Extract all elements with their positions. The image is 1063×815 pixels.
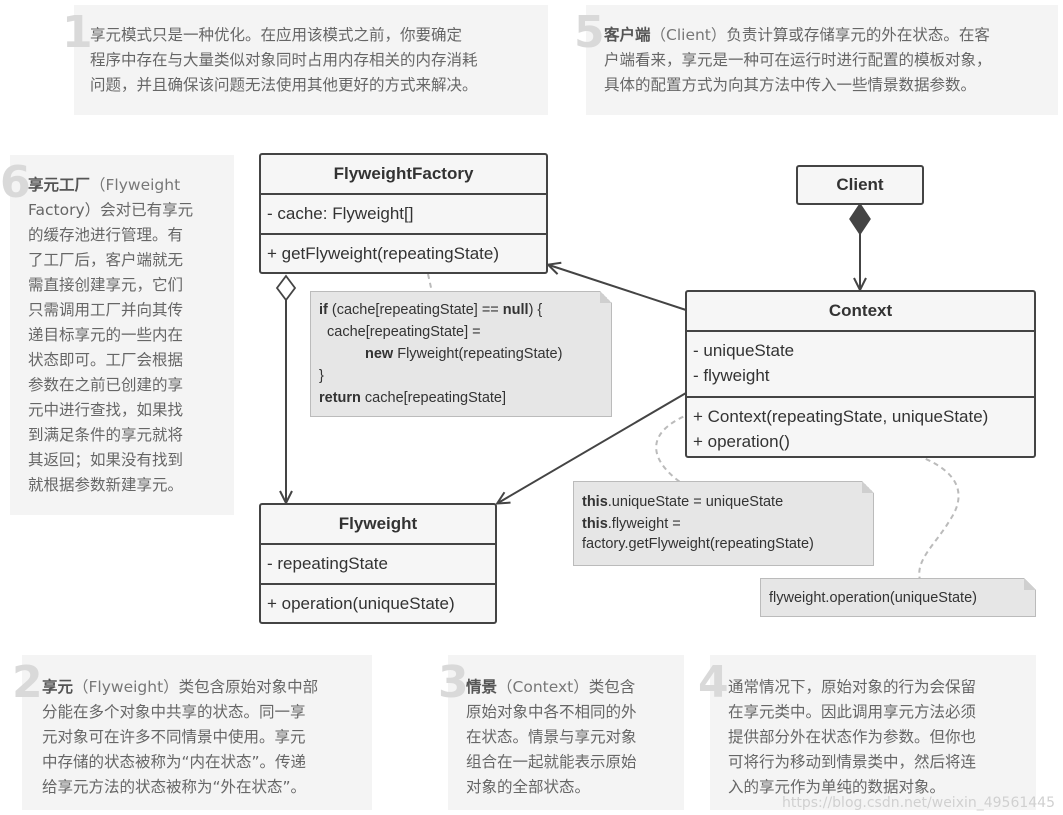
class-methods: + Context(repeatingState, uniqueState) +…: [687, 396, 1034, 456]
note-text: 通常情况下，原始对象的行为会保留 在享元类中。因此调用享元方法必须 提供部分外在…: [728, 678, 977, 796]
context-code-note: this.uniqueState = uniqueState this.flyw…: [573, 481, 874, 566]
note-number: 5: [574, 7, 605, 58]
note-text: 享元工厂（Flyweight Factory）会对已有享元 的缓存池进行管理。有…: [28, 176, 194, 494]
note-fold-corner: [600, 291, 612, 303]
note-text: 享元模式只是一种优化。在应用该模式之前，你要确定 程序中存在与大量类似对象同时占…: [90, 26, 478, 94]
note-number: 6: [0, 157, 31, 208]
context-flyweight-line: [498, 392, 687, 503]
client-class[interactable]: Client: [796, 165, 924, 205]
client-diamond: [849, 202, 871, 236]
note-3: 3 情景（Context）类包含 原始对象中各不相同的外 在状态。情景与享元对象…: [438, 655, 684, 810]
class-name: Client: [836, 175, 884, 194]
note-number: 1: [62, 7, 93, 58]
operation-code-note: flyweight.operation(uniqueState): [760, 578, 1036, 617]
flyweight-class[interactable]: Flyweight - repeatingState + operation(u…: [259, 503, 497, 624]
context-factory-line: [549, 265, 687, 311]
note-text: 情景（Context）类包含 原始对象中各不相同的外 在状态。情景与享元对象 组…: [466, 678, 637, 796]
class-fields: - cache: Flyweight[]: [267, 204, 414, 223]
note-number: 2: [12, 657, 43, 708]
flyweight-factory-class[interactable]: FlyweightFactory - cache: Flyweight[] + …: [259, 153, 548, 274]
note-text: 享元（Flyweight）类包含原始对象中部 分能在多个对象中共享的状态。同一享…: [42, 678, 319, 796]
factory-code-note: if (cache[repeatingState] == null) { cac…: [310, 291, 612, 417]
note-6: 6 享元工厂（Flyweight Factory）会对已有享元 的缓存池进行管理…: [0, 155, 234, 515]
note-number: 4: [698, 657, 729, 708]
note-fold-corner: [862, 481, 874, 493]
class-fields: - repeatingState: [267, 554, 388, 573]
note-2: 2 享元（Flyweight）类包含原始对象中部 分能在多个对象中共享的状态。同…: [12, 655, 372, 810]
note-5: 5 客户端（Client）负责计算或存储享元的外在状态。在客 户端看来，享元是一…: [574, 5, 1058, 115]
note-4: 4 通常情况下，原始对象的行为会保留 在享元类中。因此调用享元方法必须 提供部分…: [698, 655, 1036, 810]
class-methods: + getFlyweight(repeatingState): [261, 233, 546, 272]
context-class[interactable]: Context - uniqueState - flyweight + Cont…: [685, 290, 1036, 458]
note-number: 3: [438, 657, 469, 708]
note-fold-corner: [1024, 578, 1036, 590]
context-note-link: [655, 409, 701, 483]
class-name: Flyweight: [261, 505, 495, 545]
class-fields: - uniqueState - flyweight: [693, 341, 795, 385]
class-methods: + operation(uniqueState): [261, 583, 495, 622]
factory-diamond: [275, 274, 297, 302]
note-text: 客户端（Client）负责计算或存储享元的外在状态。在客 户端看来，享元是一种可…: [604, 26, 992, 94]
factory-note-link: [427, 273, 433, 293]
note-1: 1 享元模式只是一种优化。在应用该模式之前，你要确定 程序中存在与大量类似对象同…: [62, 5, 548, 115]
class-name: Context: [687, 292, 1034, 332]
class-name: FlyweightFactory: [261, 155, 546, 195]
watermark: https://blog.csdn.net/weixin_49561445: [781, 795, 1055, 811]
